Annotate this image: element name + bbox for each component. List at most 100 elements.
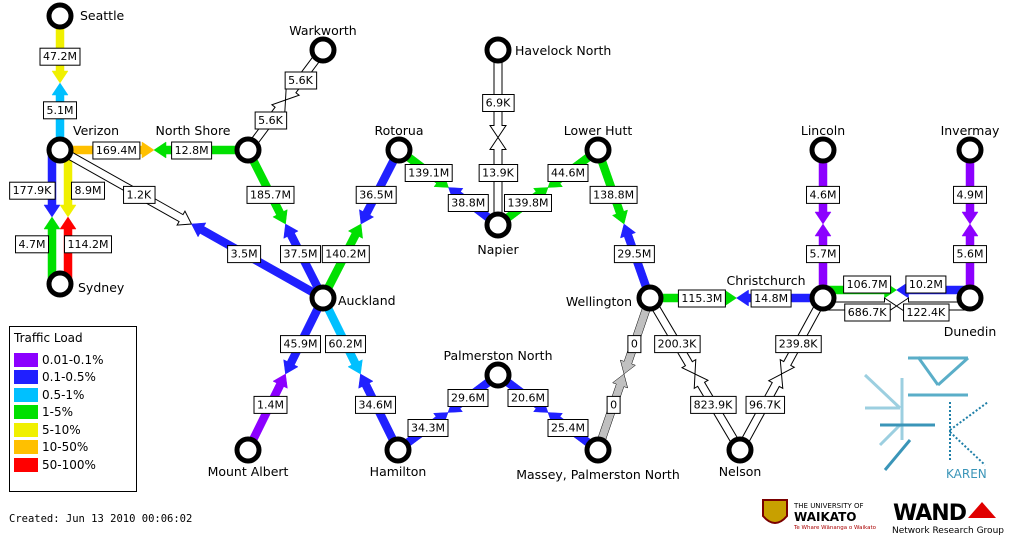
link-label-text: 239.8K — [779, 338, 818, 351]
link-label-box — [953, 185, 987, 204]
link-label-text: 4.6M — [810, 188, 837, 201]
node-auckland[interactable] — [309, 284, 337, 312]
link-label-box — [71, 181, 105, 200]
node-sydney[interactable] — [46, 270, 74, 298]
link-label-box — [613, 245, 655, 264]
link-label: 140.2M — [321, 245, 370, 264]
link-label-text: 122.4K — [907, 306, 946, 319]
wand-subtitle: Network Research Group — [892, 526, 1004, 536]
node-label-seattle: Seattle — [80, 8, 125, 23]
link-label-text: 34.6M — [359, 398, 393, 411]
link-label: 115.3M — [677, 289, 726, 308]
link-label: 45.9M — [280, 335, 321, 354]
node-lowerhutt[interactable] — [584, 136, 612, 164]
link-label-text: 5.6K — [258, 114, 283, 127]
link-label: 38.8M — [447, 194, 489, 212]
link-label: 114.2M — [64, 235, 112, 254]
node-warkworth[interactable] — [309, 36, 337, 64]
node-rotorua[interactable] — [385, 136, 413, 164]
node-label-northshore: North Shore — [156, 123, 231, 138]
link-label-box — [227, 245, 262, 264]
link-label: 1.4M — [253, 395, 288, 414]
legend-title: Traffic Load — [14, 331, 83, 345]
link-label: 20.6M — [507, 389, 549, 407]
node-massey[interactable] — [584, 436, 612, 464]
node-label-napier: Napier — [477, 242, 519, 257]
link-label-text: 5.7M — [810, 248, 837, 261]
link-label-box — [355, 395, 396, 414]
link-label-box — [654, 335, 701, 354]
link-label-box — [775, 335, 822, 354]
link-label: 686.7K — [844, 303, 891, 322]
legend-label: 0.01-0.1% — [42, 352, 104, 367]
node-seattle[interactable] — [46, 2, 74, 30]
node-invermay[interactable] — [956, 136, 984, 164]
link-label-text: 37.5M — [284, 248, 318, 261]
legend-swatch — [14, 387, 38, 402]
link-label: 1.2K — [123, 185, 156, 204]
node-label-wellington: Wellington — [566, 294, 632, 309]
link-label: 3.5M — [227, 245, 262, 264]
node-northshore[interactable] — [234, 136, 262, 164]
legend-label: 10-50% — [42, 440, 89, 455]
link-label-text: 0 — [610, 398, 617, 411]
link-label-box — [407, 419, 449, 437]
node-verizon[interactable] — [46, 136, 74, 164]
node-nelson[interactable] — [726, 436, 754, 464]
link-label: 5.6K — [284, 71, 318, 90]
link-label-box — [806, 185, 840, 204]
link-label-box — [953, 245, 987, 264]
link-label-box — [547, 419, 589, 437]
link-label: 13.9K — [478, 164, 519, 182]
link-label-box — [253, 395, 288, 414]
waikato-line2: WAIKATO — [794, 510, 857, 524]
link-label: 0 — [606, 395, 621, 414]
link-label-box — [589, 185, 638, 204]
node-havelock[interactable] — [484, 36, 512, 64]
link-label: 823.9K — [690, 395, 737, 414]
link-label: 106.7M — [843, 275, 892, 294]
node-label-palmnorth: Palmerston North — [443, 348, 552, 363]
node-label-warkworth: Warkworth — [289, 23, 356, 38]
link-label-text: 47.2M — [43, 50, 77, 63]
legend-item: 0.1-0.5% — [14, 369, 136, 387]
node-mtalbert[interactable] — [234, 436, 262, 464]
wand-logo: WAND Network Research Group — [892, 501, 1004, 536]
node-christchurch[interactable] — [809, 284, 837, 312]
node-hamilton[interactable] — [384, 436, 412, 464]
legend-item: 10-50% — [14, 439, 136, 457]
link-label-box — [447, 389, 489, 407]
link-label-box — [745, 395, 786, 414]
link-label: 12.8M — [171, 141, 213, 160]
node-napier[interactable] — [484, 211, 512, 239]
waikato-logo: THE UNIVERSITY OF WAIKATO Te Whare Wānan… — [762, 499, 877, 531]
node-wellington[interactable] — [636, 284, 664, 312]
legend-item: 0.01-0.1% — [14, 351, 136, 369]
link-label-text: 106.7M — [847, 278, 888, 291]
link-label-text: 4.9M — [957, 188, 984, 201]
node-lincoln[interactable] — [809, 136, 837, 164]
link-label-box — [92, 141, 141, 160]
legend-swatch — [14, 405, 38, 420]
link-label-box — [404, 164, 453, 182]
node-palmnorth[interactable] — [484, 361, 512, 389]
link-label-box — [806, 245, 840, 264]
link-label-box — [39, 47, 81, 66]
link-label-text: 25.4M — [551, 422, 585, 435]
link-label-text: 0 — [631, 338, 638, 351]
link-label: 4.6M — [806, 185, 840, 204]
node-dunedin[interactable] — [956, 284, 984, 312]
legend-swatch — [14, 457, 38, 472]
link-label: 25.4M — [547, 419, 589, 437]
link-label: 29.5M — [613, 245, 655, 264]
node-label-lincoln: Lincoln — [801, 123, 845, 138]
link-label: 139.1M — [404, 164, 453, 182]
link-label-box — [254, 111, 288, 130]
link-label-text: 5.6M — [957, 248, 984, 261]
link-label: 239.8K — [775, 335, 822, 354]
link-label-text: 5.1M — [47, 104, 74, 117]
link-label-text: 139.8M — [508, 197, 549, 210]
link-label-box — [171, 141, 213, 160]
legend-label: 0.1-0.5% — [42, 370, 96, 385]
link-label-text: 5.6K — [288, 74, 313, 87]
